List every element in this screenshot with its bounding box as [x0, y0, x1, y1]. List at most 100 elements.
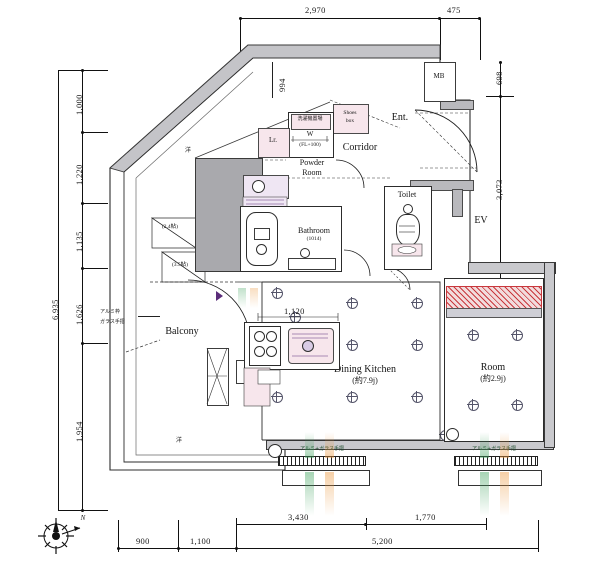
dim-dot	[364, 523, 367, 526]
lr-label: Lr.	[269, 136, 277, 144]
ceiling-light-icon	[411, 339, 423, 351]
ceiling-light-icon	[411, 297, 423, 309]
compass-rose	[32, 512, 88, 560]
ceiling-light-icon	[271, 287, 283, 299]
dim-tick	[366, 518, 367, 530]
dim-bottom-3430: 3,430	[288, 512, 309, 522]
dim-bottom-upper-line	[236, 524, 486, 525]
corridor-label: Corridor	[342, 142, 378, 153]
dim-bottom-lower-line	[118, 548, 538, 549]
dim-top-475: 475	[447, 5, 461, 15]
ceiling-light-icon	[271, 391, 283, 403]
balcony-glow-green	[238, 288, 246, 308]
washer-jp-label: 洗濯機置場	[297, 116, 323, 122]
slope-note-3-5: (3.5帖)	[171, 262, 189, 268]
dim-tick	[236, 520, 237, 552]
dim-tick	[82, 132, 108, 133]
dim-dot	[81, 202, 84, 205]
washer-shelf	[291, 114, 331, 130]
dim-inner-994: 994	[277, 78, 287, 92]
dim-left-total: 6,935	[50, 299, 60, 320]
rail-note-leader	[138, 316, 160, 317]
room-window[interactable]	[454, 456, 538, 466]
ceiling-light-icon	[411, 391, 423, 403]
room-label: Room	[480, 362, 506, 373]
dining-kitchen-balcony-rail	[282, 470, 370, 486]
dim-tick	[178, 520, 179, 552]
dim-tick	[118, 520, 119, 552]
sink-drain-icon	[302, 340, 314, 352]
dim-top-2970: 2,970	[305, 5, 326, 15]
toilet-vent-icon	[403, 204, 413, 214]
bathtub-faucet-icon	[254, 228, 270, 240]
bathroom-size-label: (1014)	[306, 236, 322, 242]
ceiling-light-icon	[346, 339, 358, 351]
dim-bottom-5200: 5,200	[372, 536, 393, 546]
wall-segment-mb	[440, 100, 474, 110]
dim-tick	[538, 520, 539, 552]
balcony-glow-orange	[250, 288, 258, 308]
wall-segment-ps	[410, 180, 474, 191]
bathroom-floor-drain-icon	[300, 248, 310, 258]
sink-basin-icon	[252, 180, 265, 193]
vanity-counter	[243, 175, 289, 199]
dim-dot	[499, 61, 502, 64]
dim-left-1954: 1,954	[74, 421, 84, 442]
dim-tick	[480, 18, 481, 60]
dim-bottom-1770: 1,770	[415, 512, 436, 522]
slope-note-2-4: (2.4帖)	[161, 224, 179, 230]
stove-burner-icon	[254, 346, 265, 357]
room-area-label: (約2.9j)	[480, 374, 506, 383]
dim-tick	[440, 18, 441, 60]
dim-top-475-line	[440, 18, 480, 19]
ceiling-light-icon	[346, 297, 358, 309]
toilet-label: Toilet	[397, 190, 417, 199]
dim-inner-line	[272, 62, 273, 98]
wall-right-edge	[544, 262, 555, 448]
ev-label: EV	[474, 215, 488, 226]
lr-box	[258, 128, 290, 158]
ceiling-light-icon	[467, 399, 479, 411]
mb-box	[424, 62, 456, 102]
dim-tick	[82, 268, 108, 269]
dim-bottom-900: 900	[136, 536, 150, 546]
stove-burner-icon	[254, 331, 265, 342]
ceiling-light-icon	[467, 329, 479, 341]
dim-left-1000: 1,000	[74, 94, 84, 115]
dim-tick	[486, 518, 487, 530]
room-closet-shelf	[446, 308, 542, 318]
emergency-hatch-icon	[268, 444, 282, 458]
dim-dot	[81, 509, 84, 512]
dim-dot	[438, 17, 441, 20]
dim-dot	[478, 17, 481, 20]
dim-left-outer-line	[58, 70, 59, 510]
room-window-rail-note: アルミ+ガラス手摺	[472, 446, 517, 452]
wall-segment-ps3	[452, 189, 463, 217]
shoes-box-label-2: box	[345, 118, 355, 124]
room-balcony-rail	[458, 470, 542, 486]
dim-dot	[81, 131, 84, 134]
stove-burner-icon	[266, 346, 277, 357]
bathroom-label: Bathroom	[298, 226, 330, 235]
dim-left-1626: 1,626	[74, 304, 84, 325]
balcony-jp-bottom: 洋	[176, 437, 183, 444]
dim-tick	[82, 343, 108, 344]
bathtub-drain-icon	[256, 244, 267, 255]
dim-dot	[81, 267, 84, 270]
dim-left-1220: 1,220	[74, 164, 84, 185]
mb-label: MB	[433, 72, 445, 80]
dim-right-698: 698	[494, 71, 504, 85]
dining-kitchen-window[interactable]	[278, 456, 366, 466]
dk-window-rail-note: アルミ+ガラス手摺	[300, 446, 345, 452]
stove-cooktop-icon	[249, 326, 281, 366]
dim-right-3073: 3,073	[494, 179, 504, 200]
ceiling-light-icon	[511, 399, 523, 411]
dining-kitchen-area-label: (約7.9j)	[352, 376, 378, 385]
dim-dot	[499, 95, 502, 98]
dim-top-2970-line	[240, 18, 440, 19]
rail-note-line2: ガラス手摺	[100, 319, 125, 325]
washer-label: W	[306, 130, 314, 138]
rail-note-line1: アルミ枠	[100, 309, 120, 315]
bathroom-shelf	[288, 258, 336, 270]
stove-burner-icon	[266, 331, 277, 342]
